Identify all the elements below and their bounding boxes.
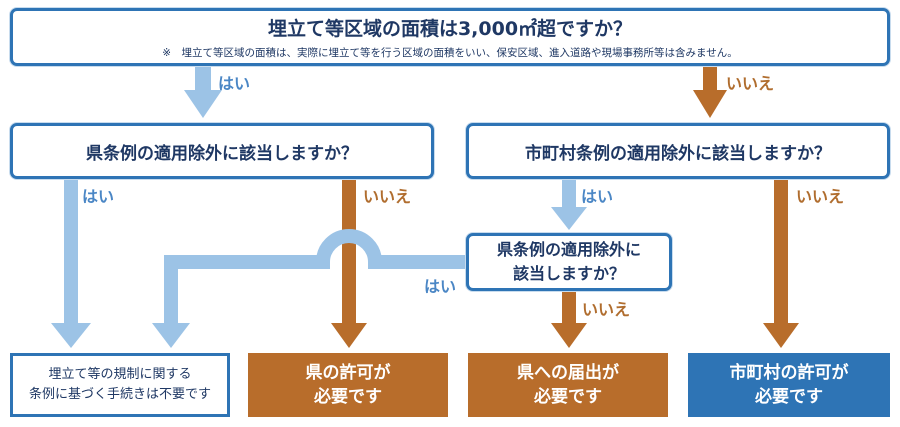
result-muni-permit: 市町村の許可が 必要です [688, 353, 890, 417]
question-pref-exemption-box: 県条例の適用除外に該当しますか？ [10, 123, 434, 179]
question-mid-line2: 該当しますか？ [512, 264, 625, 283]
result-not-required-line1: 埋立て等の規制に関する [48, 367, 192, 382]
result-muni-permit-line2: 必要です [755, 387, 823, 407]
result-pref-permit-line2: 必要です [314, 387, 382, 407]
arrow-mid-yes-head [152, 323, 190, 348]
arrow-right-no [763, 179, 799, 348]
question-pref-exemption-mid-box: 県条例の適用除外に 該当しますか？ [466, 233, 672, 291]
arrow-main-yes [184, 66, 222, 118]
question-main-box: 埋立て等区域の面積は3,000㎡超ですか？ ※ 埋立て等区域の面積は、実際に埋立… [10, 8, 890, 66]
arrow-left-no [331, 179, 367, 348]
label-right-yes: はい [581, 187, 614, 206]
label-left-no: いいえ [363, 187, 412, 206]
label-right-no: いいえ [796, 187, 845, 206]
question-main-title: 埋立て等区域の面積は3,000㎡超ですか？ [267, 18, 633, 40]
arrow-right-yes [551, 179, 587, 230]
label-main-no: いいえ [726, 74, 775, 93]
result-pref-notice-line1: 県への届出が [517, 363, 619, 383]
arrow-left-yes [51, 179, 91, 348]
result-pref-notice-line2: 必要です [534, 387, 602, 407]
question-pref-exemption-text: 県条例の適用除外に該当しますか？ [86, 143, 358, 164]
label-left-yes: はい [82, 187, 115, 206]
arrow-main-no [693, 66, 727, 118]
result-muni-permit-line1: 市町村の許可が [729, 363, 849, 383]
result-pref-permit: 県の許可が 必要です [248, 353, 448, 417]
question-mid-line1: 県条例の適用除外に [496, 240, 641, 259]
arrow-mid-no [551, 291, 587, 348]
question-muni-exemption-text: 市町村条例の適用除外に該当しますか？ [525, 143, 831, 164]
result-pref-permit-line1: 県の許可が [305, 363, 391, 383]
arrow-mid-yes [164, 229, 466, 325]
label-mid-no: いいえ [582, 300, 631, 319]
question-muni-exemption-box: 市町村条例の適用除外に該当しますか？ [466, 123, 890, 179]
result-not-required-line2: 条例に基づく手続きは不要です [28, 387, 211, 402]
result-pref-notice: 県への届出が 必要です [468, 353, 668, 417]
label-mid-yes: はい [424, 277, 457, 296]
label-main-yes: はい [218, 74, 251, 93]
question-main-note: ※ 埋立て等区域の面積は、実際に埋立て等を行う区域の面積をいい、保安区域、進入道… [162, 47, 738, 59]
result-not-required: 埋立て等の規制に関する 条例に基づく手続きは不要です [10, 353, 230, 417]
